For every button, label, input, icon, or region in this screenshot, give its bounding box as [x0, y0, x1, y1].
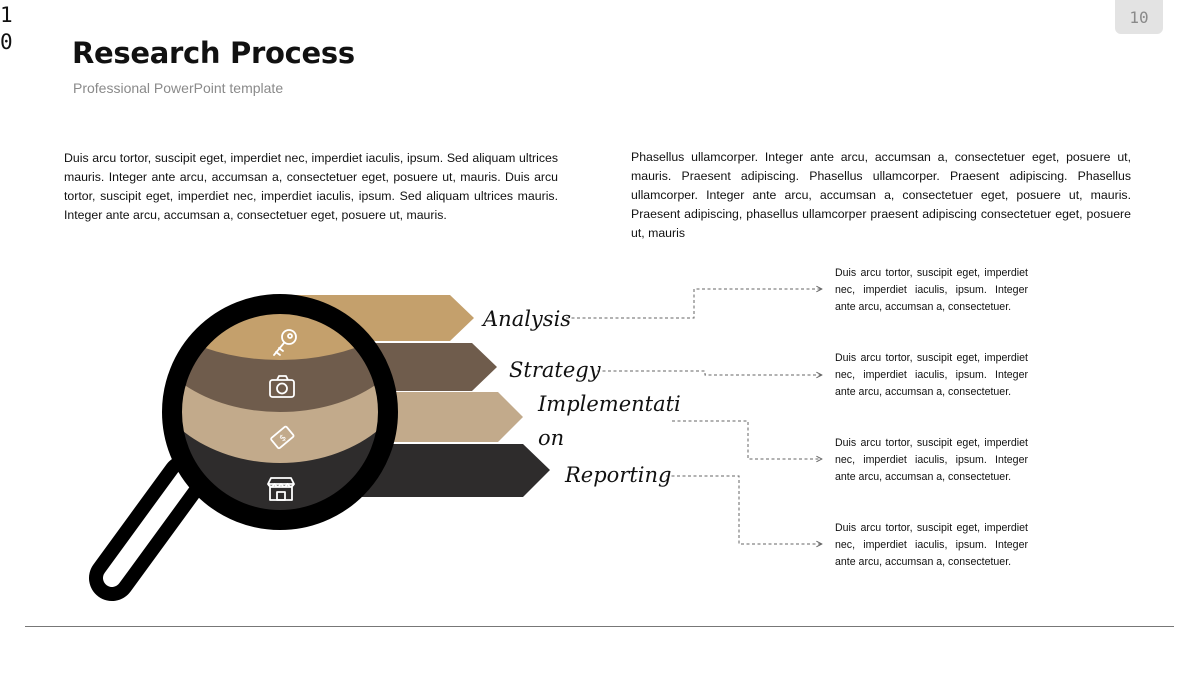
connector-reporting: [666, 475, 822, 544]
page-title: Research Process: [72, 36, 355, 70]
stage-label-reporting: Reporting: [565, 463, 672, 487]
camera-icon: [269, 375, 295, 398]
stage-description-implementation: Duis arcu tortor, suscipit eget, imperdi…: [835, 437, 1028, 483]
stage-label-implementation: Implementation: [538, 392, 681, 450]
slide-corner-number: 10: [0, 3, 13, 54]
stage-description-analysis: Duis arcu tortor, suscipit eget, imperdi…: [835, 267, 1028, 313]
stage-label-strategy: Strategy: [509, 358, 601, 382]
svg-text:$: $: [278, 433, 289, 444]
page-number-badge: 10: [1115, 0, 1163, 34]
magnifier-rim: [162, 294, 398, 530]
stage-description-reporting: Duis arcu tortor, suscipit eget, imperdi…: [835, 522, 1028, 568]
connector-strategy: [597, 370, 822, 375]
page-subtitle: Professional PowerPoint template: [73, 80, 284, 96]
connector-analysis: [566, 289, 822, 319]
key-icon: [273, 329, 297, 356]
magnifier-lens: [181, 313, 379, 511]
stage-description-strategy: Duis arcu tortor, suscipit eget, imperdi…: [835, 352, 1028, 398]
intro-paragraph-left: Duis arcu tortor, suscipit eget, imperdi…: [64, 151, 558, 222]
intro-paragraph-right: Phasellus ullamcorper. Integer ante arcu…: [631, 150, 1131, 240]
bottom-divider: [25, 626, 1174, 627]
store-icon: [267, 477, 295, 501]
money-icon: $: [270, 425, 295, 450]
stage-label-analysis: Analysis: [483, 307, 572, 331]
connector-implementation: [672, 420, 822, 459]
